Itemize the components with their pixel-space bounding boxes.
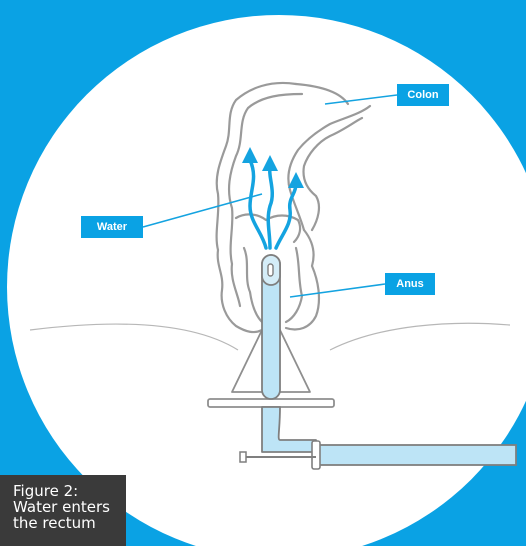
tube-connector: [312, 441, 320, 469]
tube-tip-hole: [268, 264, 273, 276]
figure-caption: Figure 2: Water enters the rectum: [0, 475, 126, 546]
drain-rod-stub: [240, 452, 246, 462]
colon-label: Colon: [397, 84, 449, 106]
speculum-flange: [208, 399, 334, 407]
horizontal-tube: [316, 445, 516, 465]
anus-label: Anus: [385, 273, 435, 295]
water-label: Water: [81, 216, 143, 238]
